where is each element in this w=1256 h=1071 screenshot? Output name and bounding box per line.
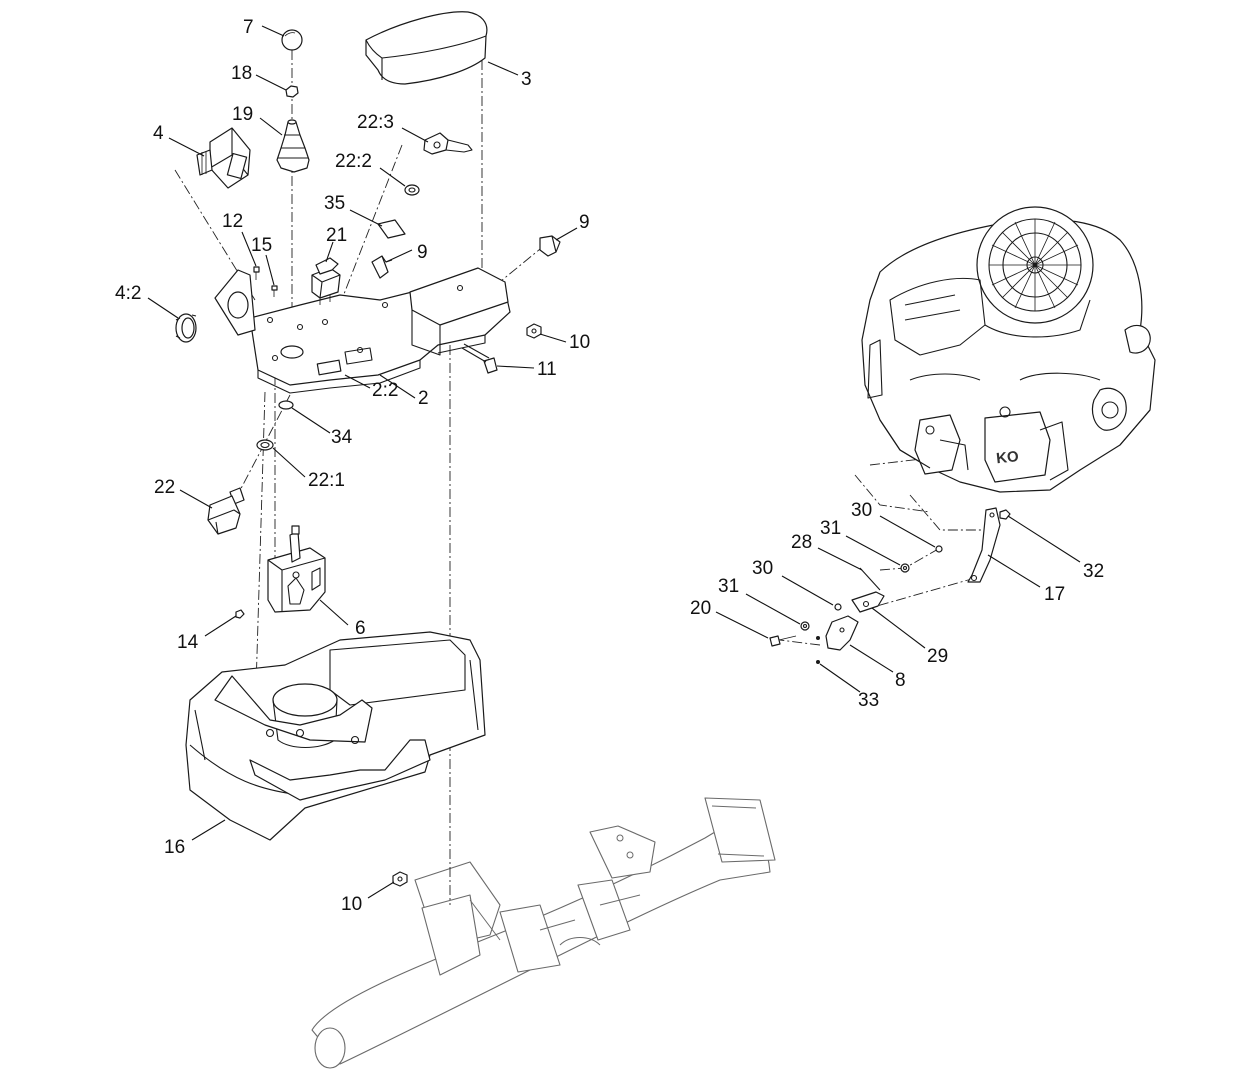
part-34-washer (278, 400, 294, 410)
part-10-nut-upper (526, 323, 542, 339)
part-22-2-nut (404, 184, 420, 196)
callout-12: 12 (222, 211, 243, 232)
leader-lines (147, 25, 1081, 899)
callout-4-2: 4:2 (115, 283, 141, 304)
part-9-clip-right (539, 235, 561, 257)
callout-33: 33 (858, 690, 879, 711)
callout-22: 22 (154, 477, 175, 498)
callout-32: 32 (1083, 561, 1104, 582)
part-31-washer-lower (800, 621, 810, 631)
part-29-throttle-arm (851, 591, 885, 613)
part-30-washer-upper (935, 545, 943, 553)
callout-2: 2 (418, 388, 429, 409)
callout-29: 29 (927, 646, 948, 667)
part-22-ignition-switch (207, 487, 245, 535)
part-4-hour-meter (196, 127, 251, 189)
part-3-armrest-pad (365, 11, 488, 85)
callout-34: 34 (331, 427, 353, 448)
part-19-boot (276, 119, 310, 173)
callout-9-left: 9 (417, 242, 428, 263)
part-6-lever-bracket (267, 525, 326, 613)
callout-10-lower: 10 (341, 894, 362, 915)
callout-35: 35 (324, 193, 345, 214)
part-22-1-washer (256, 439, 274, 451)
callout-11: 11 (537, 359, 557, 380)
part-32-nut (999, 509, 1011, 520)
callout-31-lower: 31 (718, 576, 739, 597)
callout-10-upper: 10 (569, 332, 590, 353)
part-31-washer-upper (900, 563, 910, 573)
callout-2-2: 2:2 (372, 380, 398, 401)
callout-21: 21 (326, 225, 347, 246)
callout-16: 16 (164, 837, 185, 858)
callout-7: 7 (243, 17, 254, 38)
part-7-knob-ball (281, 29, 303, 51)
part-17-bracket (967, 507, 1001, 583)
callout-20: 20 (690, 598, 711, 619)
part-10-nut-lower (392, 871, 408, 887)
callout-31-upper: 31 (820, 518, 841, 539)
svg-text:KO: KO (995, 448, 1019, 467)
callout-9-right: 9 (579, 212, 590, 233)
part-15-screw (271, 285, 278, 297)
part-22-3-key (423, 132, 473, 155)
callout-4: 4 (153, 123, 164, 144)
part-28-spring (859, 567, 881, 591)
part-16-fender-pod (185, 631, 486, 841)
part-14-nut (235, 609, 245, 619)
part-18-nut (285, 85, 299, 98)
part-30-washer-lower (834, 603, 842, 611)
callout-14: 14 (177, 632, 199, 653)
part-35-decal (377, 219, 406, 239)
engine: KO (861, 206, 1156, 493)
part-8-throttle-plate (825, 615, 859, 651)
callout-6: 6 (355, 618, 366, 639)
part-12-screw (253, 266, 260, 280)
part-33-screw (816, 636, 820, 664)
part-20-bolt (769, 635, 797, 647)
callout-22-1: 22:1 (308, 470, 345, 491)
callout-30-lower: 30 (752, 558, 773, 579)
callout-3: 3 (521, 69, 532, 90)
callout-28: 28 (791, 532, 812, 553)
part-11-bolt (461, 343, 498, 374)
callout-22-3: 22:3 (357, 112, 394, 133)
callout-19: 19 (232, 104, 253, 125)
part-21-rocker-switch (311, 257, 341, 305)
callout-8: 8 (895, 670, 906, 691)
callout-18: 18 (231, 63, 252, 84)
part-9-clip-left (371, 255, 393, 279)
part-4-2-ring-nut (175, 313, 197, 343)
callout-17: 17 (1044, 584, 1065, 605)
part-2-control-panel (214, 267, 511, 394)
callout-15: 15 (251, 235, 272, 256)
callout-labels: 7 18 19 4 3 22:3 22:2 35 9 9 21 12 15 4:… (115, 17, 1104, 915)
callout-30-upper: 30 (851, 500, 872, 521)
callout-22-2: 22:2 (335, 151, 372, 172)
frame-tube (311, 797, 776, 1069)
